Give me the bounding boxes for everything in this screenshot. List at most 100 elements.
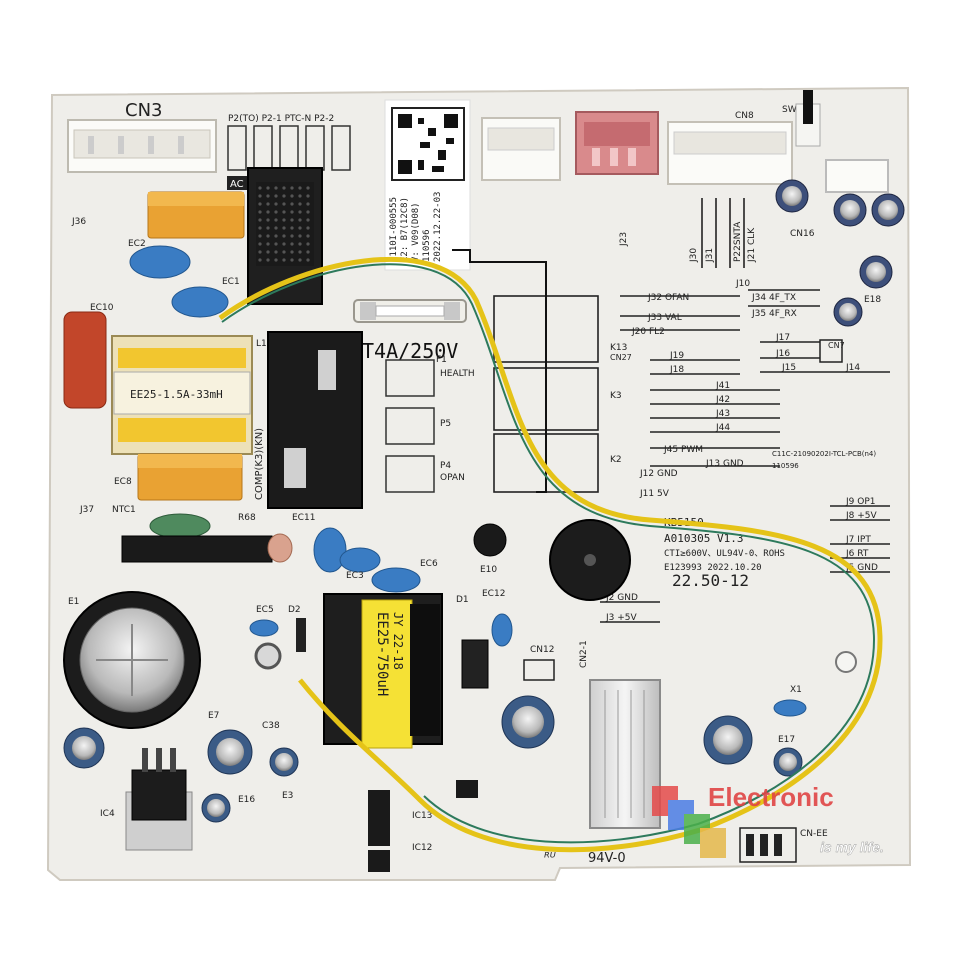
r68-label: R68 xyxy=(238,513,256,523)
disc-cap-4 xyxy=(339,547,381,573)
j8-label: J8 +5V xyxy=(845,511,878,521)
watermark-tagline: is my life. xyxy=(820,839,884,855)
disc-cap-2 xyxy=(171,286,229,318)
resistor-r68 xyxy=(267,533,293,563)
cn16-label: CN16 xyxy=(790,229,815,239)
qr-line1: 3110I-000555 xyxy=(389,197,399,262)
x-capacitor-top xyxy=(147,191,245,239)
ic13-ic12 xyxy=(368,780,478,872)
ec1-label: EC1 xyxy=(222,277,240,287)
qr-line5: 2022.12.22-03 xyxy=(433,192,443,262)
ac-label: AC xyxy=(230,179,244,190)
ul-logo: ᴿᵁ xyxy=(544,851,556,866)
j11-label: J11 5V xyxy=(639,489,670,499)
cn27-label: CN27 xyxy=(610,353,632,362)
step-connector-1 xyxy=(481,117,561,181)
board-id-4: E123993 2022.10.20 xyxy=(664,563,762,573)
ec2-label: EC2 xyxy=(128,239,146,249)
disc-cap-3 xyxy=(313,527,347,573)
p2-header xyxy=(227,125,351,171)
j3-label: J3 +5V xyxy=(605,613,638,623)
j6-label: J6 RT xyxy=(845,549,869,559)
cn8-connector xyxy=(667,121,793,185)
cn-ee-header xyxy=(739,827,797,863)
screw-hole xyxy=(835,651,857,673)
ec11-label: EC11 xyxy=(292,513,315,523)
bom-note-1: C11C-21090202I-TCL-PCB(n4) xyxy=(772,450,876,458)
ec10-label: EC10 xyxy=(90,303,114,313)
p2-labels: P2(TO) P2-1 PTC-N P2-2 xyxy=(228,114,334,124)
diode-d2 xyxy=(296,618,306,652)
j42-label: J42 xyxy=(715,395,730,405)
disc-cap-1 xyxy=(129,245,191,279)
j20-label: J20 FL2 xyxy=(631,327,665,337)
j30-label: J30 xyxy=(689,248,699,263)
cn3-connector xyxy=(67,119,217,173)
ec12-label: EC12 xyxy=(482,589,505,599)
compressor-relay xyxy=(267,331,363,509)
crystal-x1 xyxy=(773,699,807,717)
ec6-label: EC6 xyxy=(420,559,438,569)
j12-label: J12 GND xyxy=(639,469,678,479)
transistor-e10 xyxy=(473,523,507,557)
relay-label: COMP(K3)(KN) xyxy=(254,428,265,500)
k2-label: K2 xyxy=(610,455,622,465)
j31-label: J31 xyxy=(705,248,715,263)
varistor-red xyxy=(63,311,107,409)
ec5-label: EC5 xyxy=(256,605,274,615)
x1-label: X1 xyxy=(790,685,802,695)
p4-sub: OPAN xyxy=(440,473,465,483)
e17-label: E17 xyxy=(778,735,795,745)
cn8-label: CN8 xyxy=(735,111,754,121)
e7-label: E7 xyxy=(208,711,219,721)
j41-label: J41 xyxy=(715,381,730,391)
sw1-label: SW1 xyxy=(782,105,802,115)
j37-label: J37 xyxy=(79,505,94,515)
ntc1-label: NTC1 xyxy=(112,505,136,515)
buzzer xyxy=(549,519,631,601)
k13-label: K13 xyxy=(610,343,627,353)
ntc-thermistor xyxy=(149,513,211,539)
disc-cap-5 xyxy=(371,567,421,593)
j35-label: J35 4F_RX xyxy=(751,309,797,319)
j45-label: J45 PWM xyxy=(663,445,703,455)
board-id-2: A010305 V1.3 xyxy=(664,532,743,545)
e16-label: E16 xyxy=(238,795,255,805)
d1-label: D1 xyxy=(456,595,469,605)
k3-label: K3 xyxy=(610,391,622,401)
d2-label: D2 xyxy=(288,605,301,615)
c38-label: C38 xyxy=(262,721,280,731)
j21-label: J21 CLK xyxy=(747,227,757,263)
transformer-small xyxy=(111,335,253,455)
x-capacitor-bottom xyxy=(137,453,243,501)
j33-label: J33 VAL xyxy=(647,313,682,323)
board-id-3: CTI≥600V、UL94V-0、ROHS xyxy=(664,549,785,559)
cn-ee-label: CN-EE xyxy=(800,829,828,839)
j22-label: P22SNTA xyxy=(733,221,743,262)
j9-label: J9 OP1 xyxy=(845,497,875,507)
cn7-label: CN7 xyxy=(828,341,845,350)
fuse xyxy=(353,299,467,323)
sw1-actuator xyxy=(803,90,813,124)
j44-label: J44 xyxy=(715,423,730,433)
main-transformer-label-2: JY 22-18 xyxy=(391,612,405,670)
qr-sticker xyxy=(384,99,471,271)
fuse-rating: T4A/250V xyxy=(362,339,458,363)
e10-label: E10 xyxy=(480,565,497,575)
j43-label: J43 xyxy=(715,409,730,419)
cn6-connector xyxy=(825,159,889,193)
top-right-capacitors xyxy=(775,179,905,327)
j18-label: J18 xyxy=(669,365,684,375)
qr-line4: 110596 xyxy=(422,229,432,262)
health-label: HEALTH xyxy=(440,369,475,379)
j32-label: J32 OFAN xyxy=(647,293,689,303)
ic12-label: IC12 xyxy=(412,843,432,853)
p5-label: P5 xyxy=(440,419,451,429)
ic4-label: IC4 xyxy=(100,809,115,819)
spade-terminals xyxy=(385,359,435,493)
j16-label: J16 xyxy=(775,349,790,359)
qr-line2: E2: B7(12C8) xyxy=(400,197,410,262)
j14-label: J14 xyxy=(845,363,860,373)
diode-d1 xyxy=(461,639,489,689)
